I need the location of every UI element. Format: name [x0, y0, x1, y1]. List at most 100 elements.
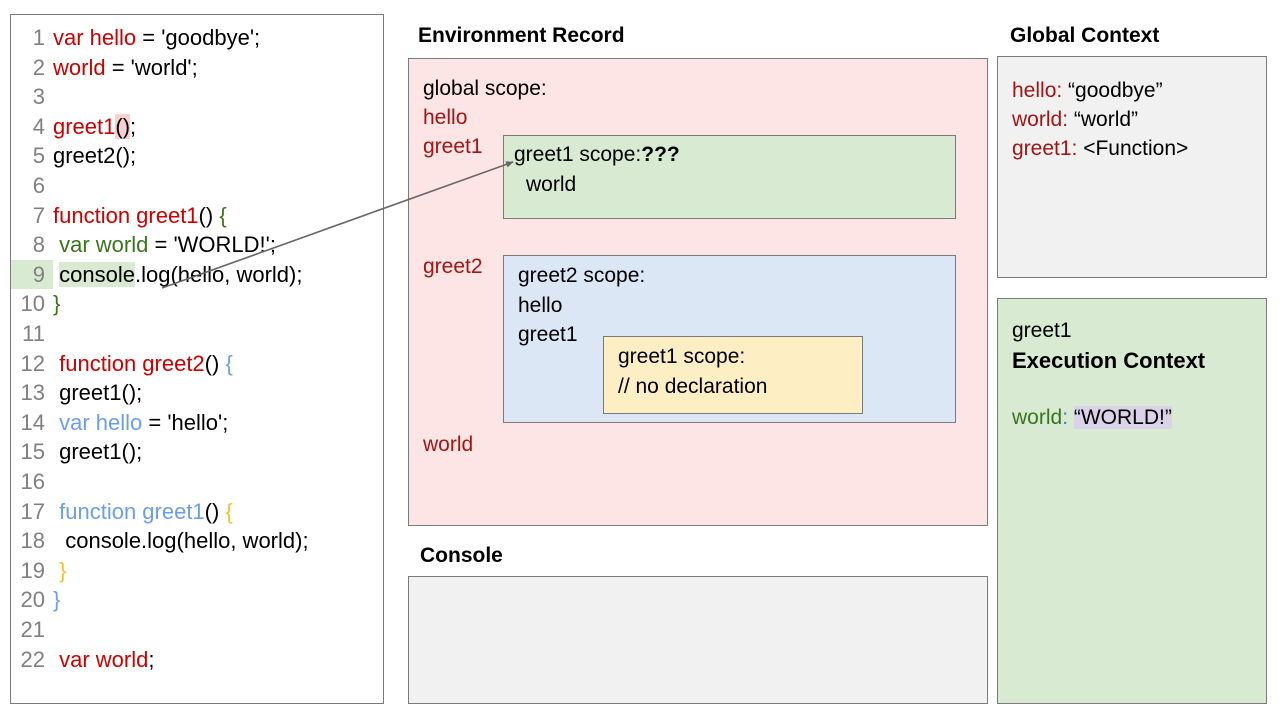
line-number-21: 21 — [20, 617, 45, 642]
code-token: console.log(hello, world); — [53, 528, 309, 554]
code-token: = 'goodbye'; — [136, 25, 261, 50]
execution-context-title: Execution Context — [1012, 348, 1206, 373]
code-line-8[interactable]: 8 var world = 'WORLD!'; — [11, 230, 383, 260]
greet2-scope-header: greet2 scope: — [518, 264, 646, 287]
line-number-11: 11 — [22, 321, 45, 346]
global-context-key-greet1: greet1 — [1012, 137, 1072, 160]
greet1-scope-header-row: greet1 scope:??? — [514, 143, 680, 167]
code-line-4[interactable]: 4 greet1(); — [11, 112, 383, 142]
code-token: greet1 — [53, 113, 116, 139]
console-title: Console — [420, 544, 503, 567]
code-line-6[interactable]: 6 — [11, 171, 383, 201]
code-line-2[interactable]: 2 world = 'world'; — [11, 53, 383, 83]
code-editor-panel[interactable]: 1 var hello = 'goodbye'; 2 world = 'world';… — [10, 14, 384, 704]
code-text-22: var world; — [53, 645, 155, 675]
line-number-22: 22 — [20, 646, 45, 672]
code-text-10: } — [53, 289, 60, 319]
environment-record-panel: global scope: hello greet1 greet2 world … — [408, 58, 988, 526]
code-text-2: world = 'world'; — [53, 53, 198, 83]
code-token: var world — [59, 646, 149, 672]
greet2-scope-box: greet2 scope: hello greet1 greet1 scope:… — [503, 255, 956, 423]
line-number-17: 17 — [20, 498, 45, 524]
code-token: greet2(); — [53, 143, 137, 169]
line-number-5: 5 — [32, 143, 45, 169]
code-text-19: } — [53, 556, 66, 586]
global-var-hello: hello — [423, 106, 468, 129]
line-number-4: 4 — [32, 113, 45, 139]
code-token: var world — [59, 232, 149, 258]
code-line-12[interactable]: 12 function greet2() { — [11, 349, 383, 379]
code-line-5[interactable]: 5 greet2(); — [11, 141, 383, 171]
code-token: } — [53, 291, 61, 317]
code-line-11[interactable]: 11 — [11, 319, 383, 349]
global-context-sep-world: : — [1062, 108, 1074, 131]
code-token: var hello — [59, 409, 143, 435]
code-token: function greet1 — [53, 202, 199, 228]
line-number-2: 2 — [32, 54, 45, 80]
code-line-10[interactable]: 10} — [11, 289, 383, 319]
line-number-6: 6 — [32, 173, 45, 198]
greet1-scope-unknown-marker: ??? — [641, 143, 680, 166]
code-text-8: var world = 'WORLD!'; — [53, 230, 276, 260]
global-context-title: Global Context — [1010, 24, 1160, 47]
code-line-1[interactable]: 1 var hello = 'goodbye'; — [11, 23, 383, 53]
code-text-17: function greet1() { — [53, 497, 233, 527]
code-line-16[interactable]: 16 — [11, 467, 383, 497]
code-line-14[interactable]: 14 var hello = 'hello'; — [11, 408, 383, 438]
code-line-20[interactable]: 20} — [11, 585, 383, 615]
global-context-value-world: “world” — [1073, 108, 1139, 131]
code-line-18[interactable]: 18 console.log(hello, world); — [11, 526, 383, 556]
global-context-key-hello: hello — [1012, 79, 1057, 102]
global-scope-label: global scope: — [423, 77, 547, 100]
code-token: } — [59, 557, 67, 583]
code-token: ; — [148, 646, 155, 672]
greet1-scope-header: greet1 scope: — [514, 143, 642, 166]
line-number-16: 16 — [20, 469, 45, 494]
line-number-8: 8 — [32, 232, 45, 258]
code-token: greet1(); — [53, 439, 143, 465]
line-number-19: 19 — [20, 557, 45, 583]
code-line-15[interactable]: 15 greet1(); — [11, 437, 383, 467]
code-token: = 'world'; — [105, 54, 198, 80]
code-token: console — [59, 261, 135, 287]
line-number-18: 18 — [20, 528, 45, 554]
code-token: var hello — [53, 25, 137, 50]
global-context-panel: hello: “goodbye” world: “world” greet1: … — [997, 56, 1267, 278]
line-number-14: 14 — [20, 409, 45, 435]
execution-context-key-world: world — [1012, 406, 1063, 429]
execution-context-function-name: greet1 — [1012, 319, 1072, 342]
code-text-9: console.log(hello, world); — [53, 260, 302, 290]
code-line-3[interactable]: 3 — [11, 82, 383, 112]
global-var-greet2: greet2 — [423, 255, 483, 278]
code-token: { — [219, 202, 227, 228]
execution-context-sep-world: : — [1062, 406, 1074, 429]
inner-greet1-scope-header: greet1 scope: — [618, 345, 746, 368]
code-line-21[interactable]: 21 — [11, 615, 383, 645]
inner-greet1-scope-box: greet1 scope: // no declaration — [603, 336, 863, 414]
code-token: ; — [130, 113, 137, 139]
code-line-9[interactable]: 9 console.log(hello, world); — [11, 259, 383, 290]
code-token: () — [204, 498, 226, 524]
code-token: () — [115, 113, 131, 139]
console-panel[interactable] — [408, 576, 988, 704]
code-line-13[interactable]: 13 greet1(); — [11, 378, 383, 408]
line-number-1: 1 — [32, 25, 45, 50]
global-var-world: world — [423, 433, 474, 456]
line-number-9: 9 — [11, 259, 53, 290]
global-context-sep-greet1: : — [1071, 137, 1084, 160]
greet1-scope-var-world: world — [526, 173, 577, 196]
line-number-10: 10 — [20, 291, 45, 317]
code-line-19[interactable]: 19 } — [11, 556, 383, 586]
greet2-scope-var-hello: hello — [518, 294, 563, 317]
greet2-scope-var-greet1: greet1 — [518, 323, 578, 346]
line-number-15: 15 — [20, 439, 45, 465]
console-output — [421, 585, 999, 711]
code-token: function greet1 — [59, 498, 205, 524]
code-line-17[interactable]: 17 function greet1() { — [11, 497, 383, 527]
code-text-12: function greet2() { — [53, 349, 233, 379]
code-text-7: function greet1() { — [53, 201, 227, 231]
code-line-22[interactable]: 22 var world; — [11, 645, 383, 675]
global-context-sep-hello: : — [1056, 79, 1069, 102]
global-context-key-world: world — [1012, 108, 1063, 131]
